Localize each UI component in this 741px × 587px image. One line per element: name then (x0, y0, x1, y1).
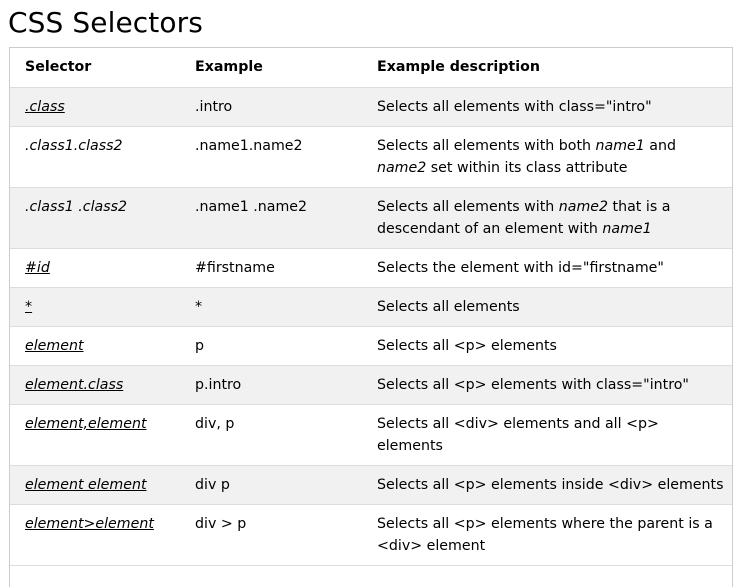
example-cell: div, p (180, 404, 362, 466)
selector-cell: element>element (10, 504, 180, 566)
description-text: Selects all elements with (377, 199, 559, 215)
description-cell: Selects all elements with class="intro" (362, 87, 732, 127)
example-cell: p (180, 326, 362, 366)
description-cell: Selects all <div> elements and all <p> e… (362, 404, 732, 466)
description-cell: Selects all elements with both name1 and… (362, 126, 732, 188)
description-emphasis: name1 (595, 138, 645, 154)
selector-link[interactable]: #id (25, 260, 50, 276)
example-cell: div p (180, 465, 362, 505)
description-cell: Selects the element with id="firstname" (362, 248, 732, 288)
description-cell: Selects all <p> elements (362, 326, 732, 366)
selector-link[interactable]: element,element (25, 416, 147, 432)
description-emphasis: name2 (377, 160, 427, 176)
selector-link[interactable]: element (25, 338, 84, 354)
description-text: Selects all elements with both (377, 138, 596, 154)
description-text: Selects all <div> elements and all <p> e… (377, 416, 659, 454)
description-cell: Selects all <p> elements where the paren… (362, 504, 732, 566)
description-cell: Selects all elements with name2 that is … (362, 187, 732, 249)
example-cell: .name1 .name2 (180, 187, 362, 249)
table-row: element p Selects all <p> elements (10, 326, 732, 366)
selector-cell: element element (10, 465, 180, 505)
column-header-selector: Selector (10, 48, 180, 88)
selector-cell: element,element (10, 404, 180, 466)
selector-link[interactable]: element>element (25, 516, 154, 532)
description-cell: Selects all <p> elements inside <div> el… (362, 465, 732, 505)
selector-cell: * (10, 287, 180, 327)
table-row: #id #firstname Selects the element with id… (10, 248, 732, 288)
example-cell: .name1.name2 (180, 126, 362, 188)
description-text: Selects all <p> elements inside <div> el… (377, 477, 724, 493)
page-title: CSS Selectors (8, 6, 203, 39)
table-row: element.class p.intro Selects all <p> elem… (10, 365, 732, 405)
example-cell: p.intro (180, 365, 362, 405)
table-row: element>element div > p Selects all <p> el… (10, 504, 732, 566)
description-text: Selects all elements (377, 299, 520, 315)
column-header-example: Example (180, 48, 362, 88)
selector-text: .class1.class2 (25, 138, 123, 154)
description-cell: Selects all elements (362, 287, 732, 327)
example-cell: div > p (180, 504, 362, 566)
selector-link[interactable]: * (25, 299, 33, 315)
example-cell: * (180, 287, 362, 327)
column-header-description: Example description (362, 48, 732, 88)
selector-link[interactable]: .class (25, 99, 65, 115)
table-row: element element div p Selects all <p> elem… (10, 465, 732, 505)
table-header-row: Selector Example Example description (10, 48, 732, 88)
description-text: Selects all <p> elements with class="int… (377, 377, 689, 393)
example-cell: .intro (180, 87, 362, 127)
description-text: and (644, 138, 676, 154)
selector-cell: .class (10, 87, 180, 127)
table-row: * * Selects all elements (10, 287, 732, 327)
selector-cell: #id (10, 248, 180, 288)
description-emphasis: name2 (558, 199, 609, 215)
selector-text: .class1 .class2 (25, 199, 128, 215)
description-emphasis: name1 (602, 221, 652, 237)
table-row: element,element div, p Selects all <div> e… (10, 404, 732, 466)
table-row: .class .intro Selects all elements with cl… (10, 87, 732, 127)
description-text: set within its class attribute (426, 160, 628, 176)
selector-link[interactable]: element element (25, 477, 147, 493)
selector-cell: .class1 .class2 (10, 187, 180, 249)
description-text: Selects all elements with class="intro" (377, 99, 652, 115)
selectors-table: Selector Example Example description .cl… (10, 48, 732, 566)
table-body: .class .intro Selects all elements with cl… (10, 87, 732, 566)
selector-cell: .class1.class2 (10, 126, 180, 188)
description-text: Selects all <p> elements where the paren… (377, 516, 713, 554)
description-text: that is a descendant of an element with (377, 199, 671, 237)
description-text: Selects all <p> elements (377, 338, 557, 354)
example-cell: #firstname (180, 248, 362, 288)
selector-link[interactable]: element.class (25, 377, 124, 393)
description-text: Selects the element with id="firstname" (377, 260, 664, 276)
selectors-table-container: Selector Example Example description .cl… (9, 47, 733, 587)
description-cell: Selects all <p> elements with class="int… (362, 365, 732, 405)
selector-cell: element.class (10, 365, 180, 405)
selector-cell: element (10, 326, 180, 366)
